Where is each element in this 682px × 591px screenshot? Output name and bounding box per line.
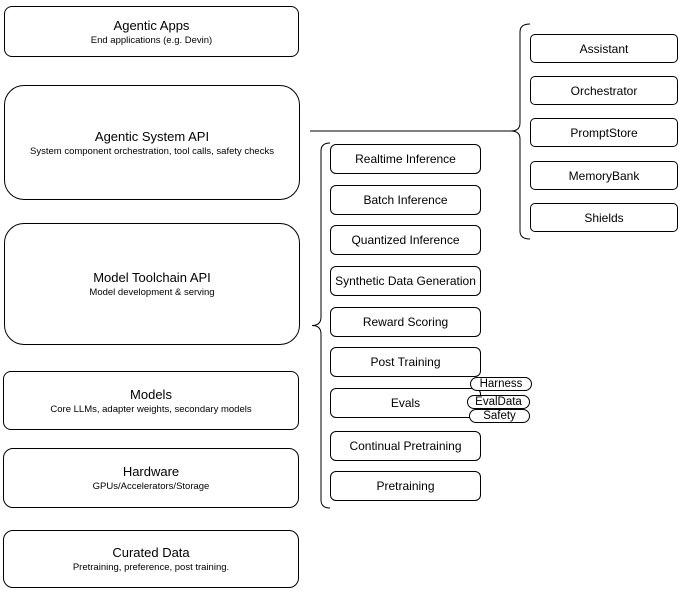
toolchain-curly-bracket xyxy=(311,142,331,509)
node-memorybank: MemoryBank xyxy=(530,161,678,190)
node-title: Hardware xyxy=(122,464,180,479)
node-shields: Shields xyxy=(530,203,678,232)
node-title: Agentic Apps xyxy=(113,17,190,33)
node-continual-pretraining: Continual Pretraining xyxy=(330,431,481,461)
node-subtitle: End applications (e.g. Devin) xyxy=(90,34,213,46)
node-subtitle: Model development & serving xyxy=(89,287,215,298)
components-curly-bracket xyxy=(510,23,531,240)
node-post-training: Post Training xyxy=(330,347,481,377)
node-evals: Evals xyxy=(330,388,481,418)
node-title: Curated Data xyxy=(112,545,190,560)
node-subtitle: System component orchestration, tool cal… xyxy=(30,145,274,157)
node-synthetic-data-generation: Synthetic Data Generation xyxy=(330,266,481,296)
node-title: Models xyxy=(130,386,172,402)
node-model-toolchain-api: Model Toolchain API Model development & … xyxy=(4,223,300,345)
node-subtitle: Core LLMs, adapter weights, secondary mo… xyxy=(50,403,252,415)
node-hardware: Hardware GPUs/Accelerators/Storage xyxy=(3,448,299,508)
node-promptstore: PromptStore xyxy=(530,118,678,147)
node-pretraining: Pretraining xyxy=(330,471,481,501)
node-curated-data: Curated Data Pretraining, preference, po… xyxy=(3,530,299,588)
node-subtitle: Pretraining, preference, post training. xyxy=(72,562,230,573)
node-title: Model Toolchain API xyxy=(93,270,211,285)
node-batch-inference: Batch Inference xyxy=(330,185,481,215)
node-realtime-inference: Realtime Inference xyxy=(330,144,481,174)
tag-harness: Harness xyxy=(470,377,532,391)
node-reward-scoring: Reward Scoring xyxy=(330,307,481,337)
node-quantized-inference: Quantized Inference xyxy=(330,225,481,255)
node-agentic-apps: Agentic Apps End applications (e.g. Devi… xyxy=(4,6,299,57)
node-models: Models Core LLMs, adapter weights, secon… xyxy=(3,371,299,430)
node-title: Agentic System API xyxy=(94,128,210,144)
node-subtitle: GPUs/Accelerators/Storage xyxy=(92,481,210,492)
tag-evaldata: EvalData xyxy=(467,395,530,409)
node-assistant: Assistant xyxy=(530,34,678,63)
tag-safety: Safety xyxy=(469,409,530,423)
node-orchestrator: Orchestrator xyxy=(530,76,678,105)
node-agentic-system-api: Agentic System API System component orch… xyxy=(4,85,300,200)
